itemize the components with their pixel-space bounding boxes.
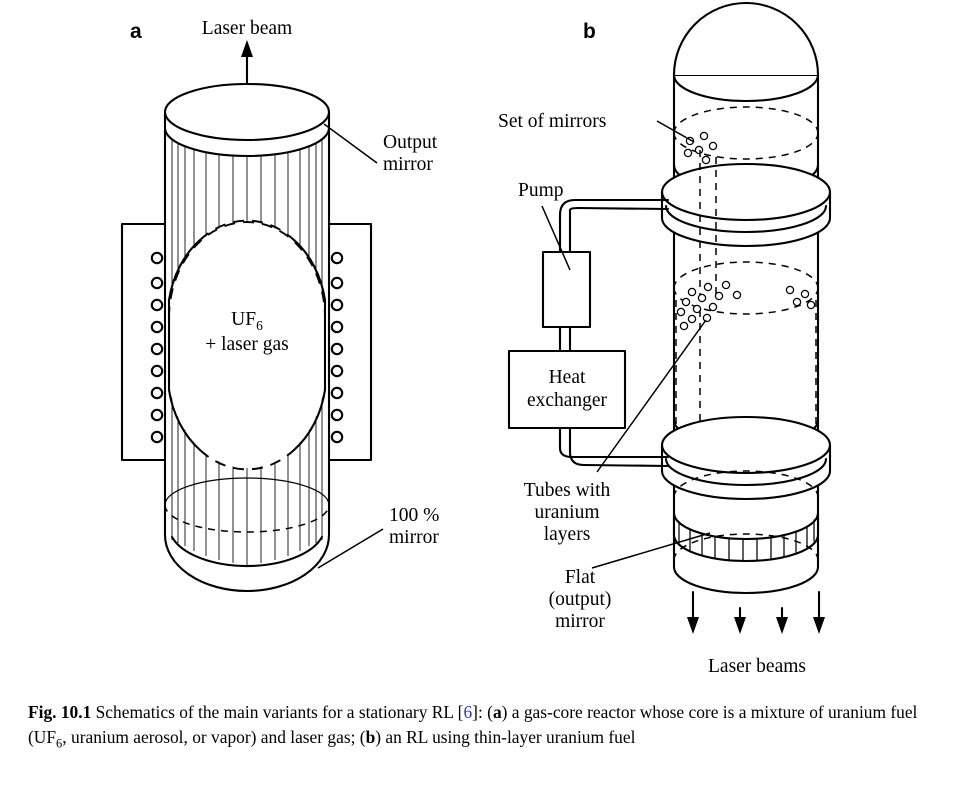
coolant-loop: Pump Heat exchanger	[507, 180, 670, 468]
output-mirror-label-line1: Output	[383, 132, 438, 153]
output-mirror-label-line2: mirror	[383, 154, 433, 175]
callout-output-mirror: Output mirror	[323, 123, 438, 175]
core-label-uf6-line: UF6	[231, 309, 263, 333]
mirror-dots-upper	[683, 131, 718, 165]
caption-text-2: ]: (	[472, 702, 493, 722]
band-guide-lower	[673, 533, 819, 561]
core-label-laser-gas: + laser gas	[205, 334, 289, 355]
gas-core-region	[167, 219, 327, 471]
figure-svg: a Laser beam	[120, 1, 832, 677]
flat-mirror-label-line2: (output)	[549, 589, 612, 610]
callout-set-of-mirrors: Set of mirrors	[498, 111, 695, 143]
caption-text-1: Schematics of the main variants for a st…	[95, 702, 464, 722]
tubes-label-line3: layers	[544, 524, 591, 545]
flat-mirror-label-line1: Flat	[565, 567, 596, 588]
caption-figure-number: Fig. 10.1	[28, 702, 92, 722]
beam-arrow	[734, 606, 746, 634]
caption-text-3: ) a gas-core reactor whose core is a mix…	[28, 702, 918, 747]
pump-label: Pump	[518, 180, 564, 201]
panel-b-group: b	[498, 1, 832, 677]
full-mirror-dome	[164, 477, 330, 568]
callout-tubes-uranium: Tubes with uranium layers	[524, 319, 707, 545]
set-of-mirrors-label: Set of mirrors	[498, 111, 606, 132]
heat-exchanger-box	[507, 349, 627, 430]
caption-bold-b: b	[365, 726, 376, 747]
tubes-label-line1: Tubes with	[524, 480, 611, 501]
panel-b-letter: b	[583, 20, 596, 43]
inner-tube-guides-lower	[675, 300, 817, 465]
coil-windings	[150, 251, 344, 444]
uranium-tubes-plane	[673, 261, 819, 331]
beam-arrow	[776, 606, 788, 634]
caption-reference[interactable]: 6	[463, 702, 473, 722]
full-mirror-label-line2: mirror	[389, 527, 439, 548]
beam-arrow	[813, 590, 825, 634]
laser-beam-label: Laser beam	[202, 18, 292, 39]
laser-beams-label: Laser beams	[708, 656, 806, 677]
tubes-label-line2: uranium	[535, 502, 600, 523]
uranium-tube-dots	[676, 280, 816, 331]
full-mirror-label-line1: 100 %	[389, 505, 439, 526]
inner-tube-guides-upper	[699, 150, 717, 300]
output-mirror-disk	[163, 82, 331, 158]
flange-ring-lower	[660, 415, 832, 501]
beam-arrow	[687, 590, 699, 634]
flat-mirror-label-line3: mirror	[555, 611, 605, 632]
heat-exchanger-label-line1: Heat	[549, 367, 586, 388]
caption-sub-6: 6	[56, 736, 63, 751]
callout-full-mirror: 100 % mirror	[317, 505, 439, 569]
flange-ring-upper	[660, 162, 832, 248]
caption-text-5: ) an RL using thin-layer uranium fuel	[375, 726, 636, 747]
caption-bold-a: a	[492, 702, 502, 722]
callout-flat-output-mirror: Flat (output) mirror	[549, 532, 711, 632]
heat-exchanger-label-line2: exchanger	[527, 390, 608, 411]
figure-caption: Fig. 10.1 Schematics of the main variant…	[28, 700, 938, 753]
laser-beams-arrows	[687, 590, 825, 634]
set-of-mirrors-plane	[673, 106, 819, 165]
band-guide-upper	[673, 470, 819, 498]
core-gas-label: UF6 + laser gas	[205, 309, 289, 355]
panel-a-group: a Laser beam	[120, 18, 439, 592]
caption-text-4: , uranium aerosol, or vapor) and laser g…	[62, 726, 366, 747]
panel-a-letter: a	[130, 20, 142, 43]
figure-illustration: a Laser beam	[120, 1, 832, 677]
pump-box	[541, 250, 592, 329]
